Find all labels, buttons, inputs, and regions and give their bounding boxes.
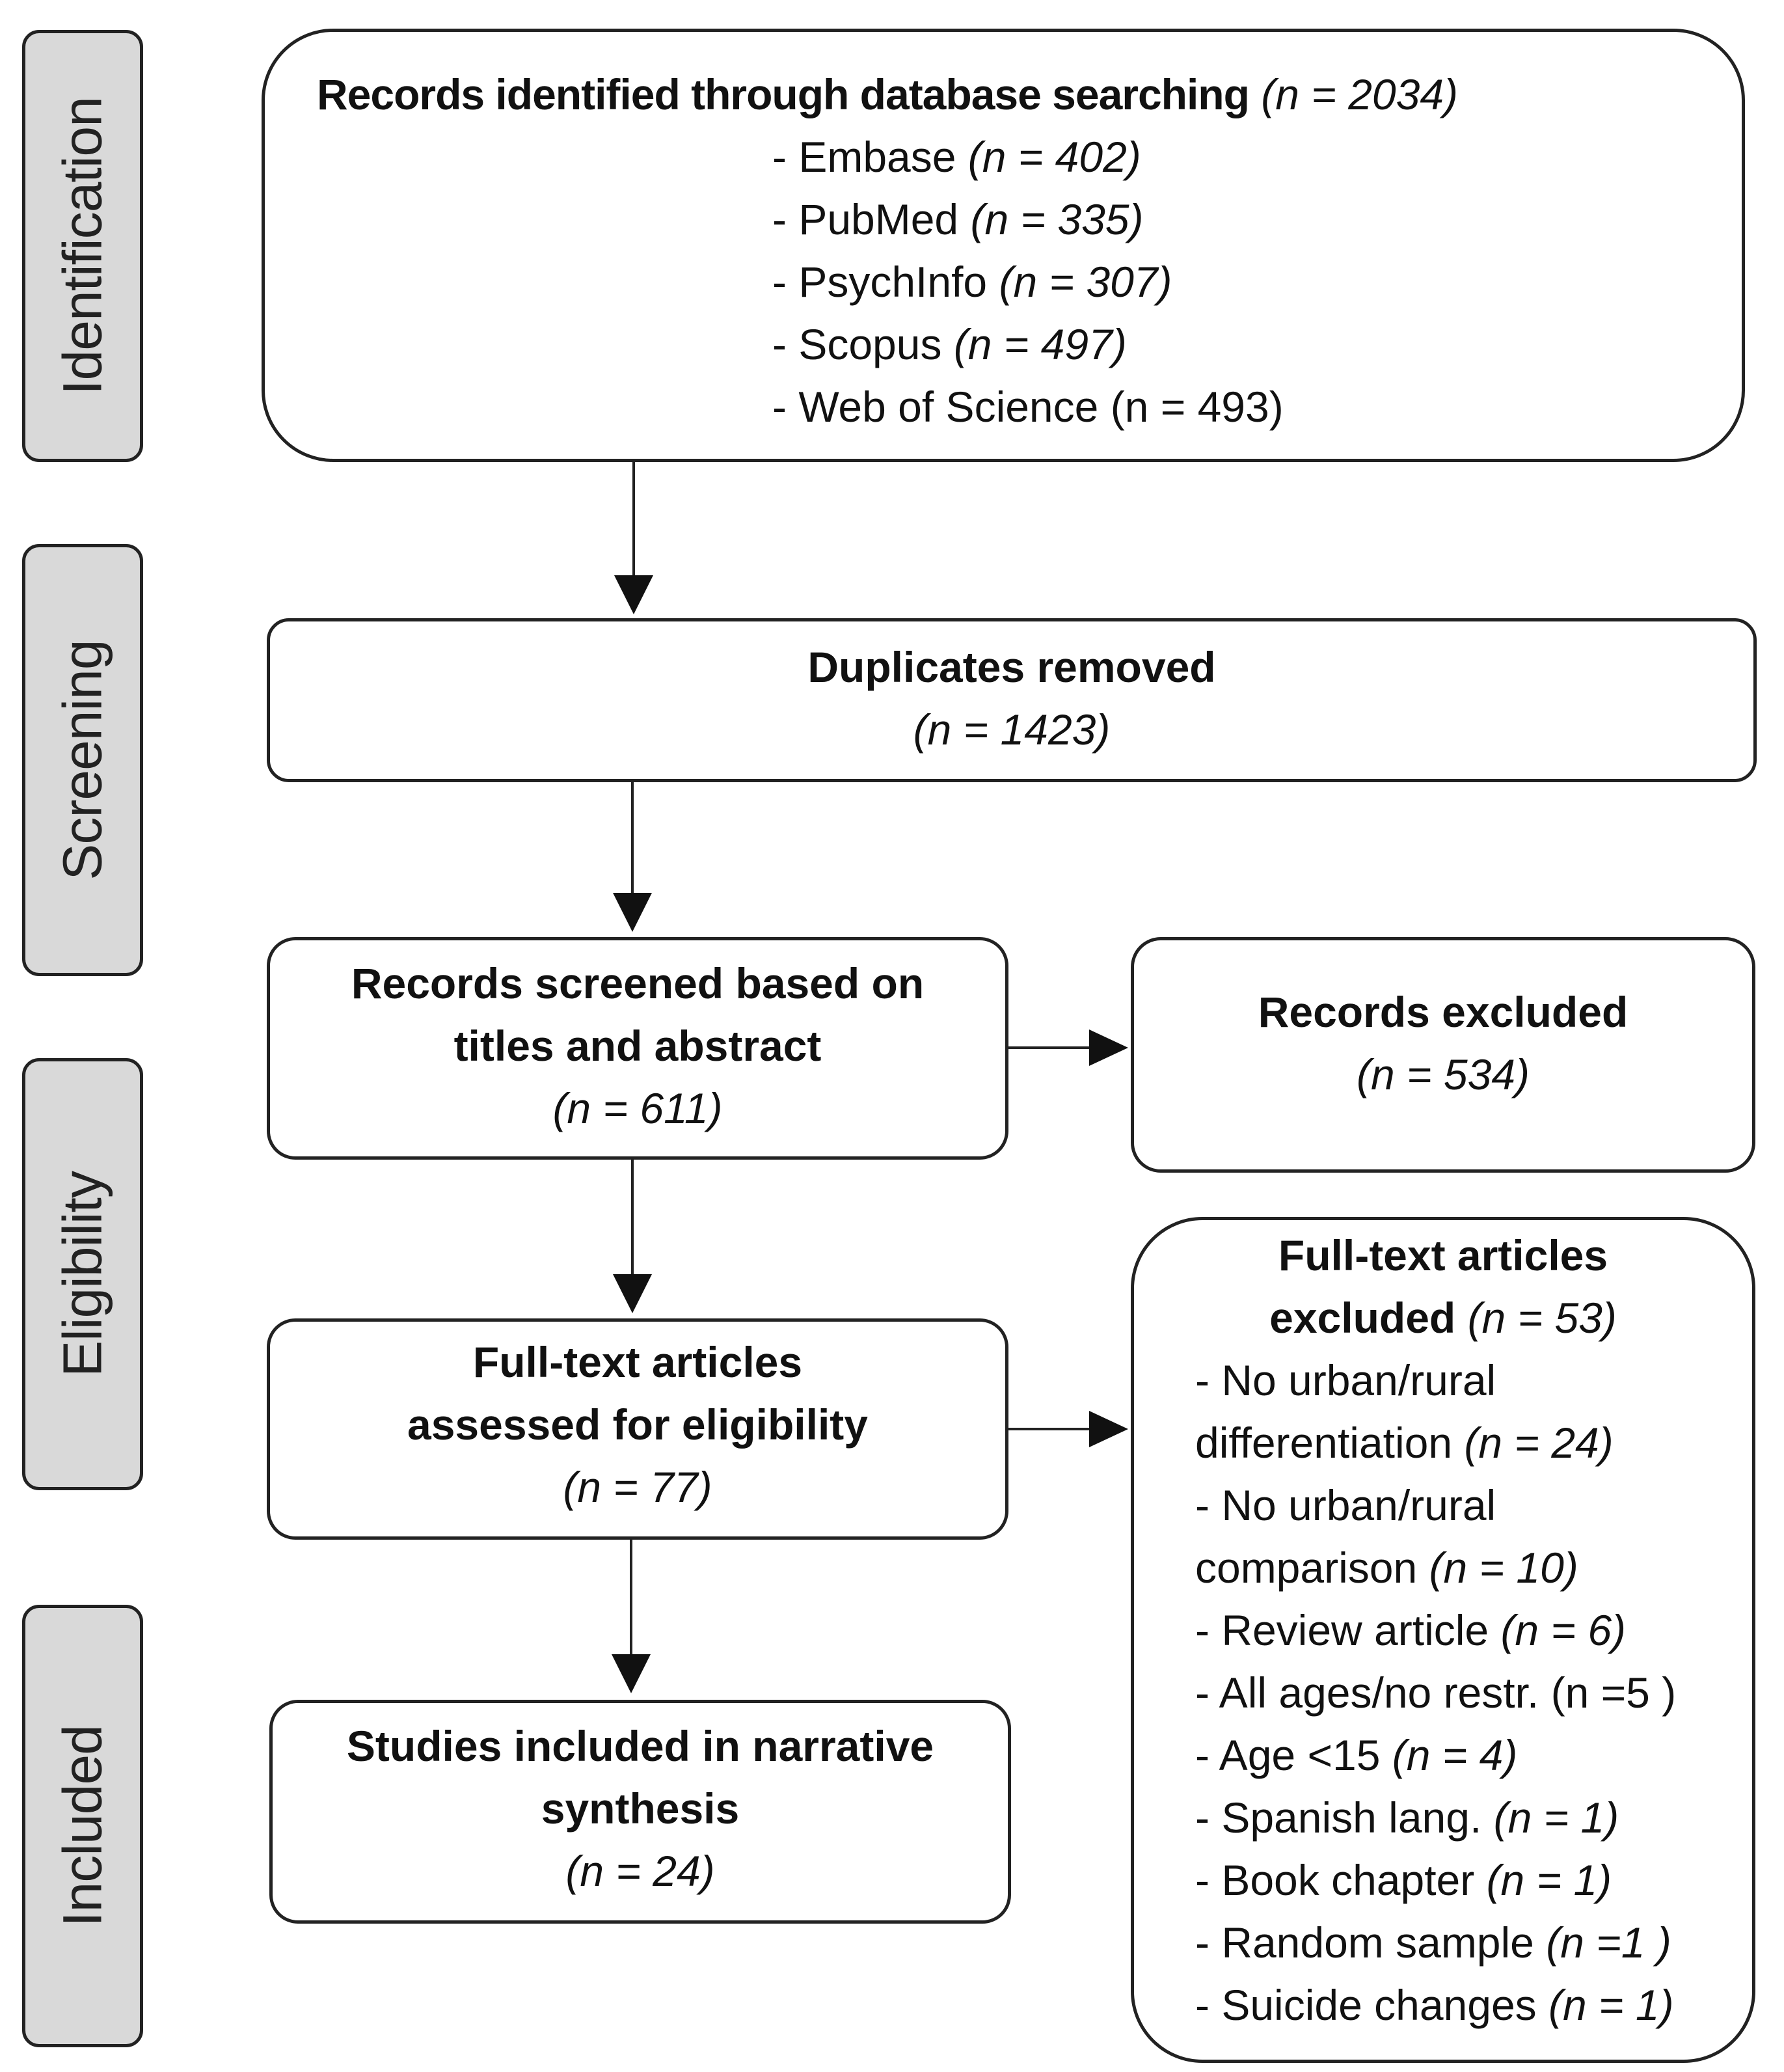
records-excluded-box: Records excluded (n = 534) <box>1131 937 1755 1173</box>
reason-no-differentiation-line2: differentiation (n = 24) <box>1195 1419 1614 1467</box>
records-excluded-count: (n = 534) <box>1357 1050 1530 1098</box>
reason-suicide-changes: - Suicide changes (n = 1) <box>1195 1981 1674 2029</box>
fulltext-assessed-count: (n = 77) <box>563 1463 712 1511</box>
records-screened-title-line2: titles and abstract <box>453 1022 822 1070</box>
records-excluded-title: Records excluded <box>1258 988 1629 1036</box>
arrowhead-records-excluded <box>1089 1029 1128 1066</box>
studies-included-title-line1: Studies included in narrative <box>346 1722 934 1770</box>
studies-included-box: Studies included in narrative synthesis … <box>269 1700 1011 1924</box>
source-web-of-science: - Web of Science (n = 493) <box>772 383 1284 431</box>
phase-identification: Identification <box>22 30 143 462</box>
duplicates-removed-title: Duplicates removed <box>807 643 1216 691</box>
fulltext-excluded-count: (n = 53) <box>1467 1294 1617 1342</box>
reason-all-ages: - All ages/no restr. (n =5 ) <box>1195 1669 1677 1717</box>
reason-random-sample: - Random sample (n =1 ) <box>1195 1918 1671 1967</box>
arrowhead-fulltext <box>613 1274 652 1313</box>
reason-no-differentiation-line1: - No urban/rural <box>1195 1356 1496 1404</box>
records-identified-count: (n = 2034) <box>1261 70 1459 118</box>
arrowhead-screened <box>613 893 652 932</box>
source-pubmed: - PubMed (n = 335) <box>772 195 1144 243</box>
records-identified-title: Records identified through database sear… <box>317 70 1250 118</box>
reason-spanish-language: - Spanish lang. (n = 1) <box>1195 1793 1619 1842</box>
phase-eligibility: Eligibility <box>22 1058 143 1490</box>
duplicates-removed-count: (n = 1423) <box>913 705 1111 754</box>
duplicates-removed-box: Duplicates removed (n = 1423) <box>267 618 1757 782</box>
phase-screening: Screening <box>22 544 143 976</box>
reason-age-under-15: - Age <15 (n = 4) <box>1195 1731 1518 1779</box>
fulltext-excluded-title-line2: excluded <box>1269 1294 1456 1342</box>
database-source-list: - Embase (n = 402) - PubMed (n = 335) - … <box>772 126 1284 438</box>
records-screened-box: Records screened based on titles and abs… <box>267 937 1008 1160</box>
fulltext-assessed-title-line1: Full-text articles <box>472 1338 803 1386</box>
reason-review-article: - Review article (n = 6) <box>1195 1606 1627 1654</box>
records-screened-title-line1: Records screened based on <box>351 959 925 1007</box>
source-scopus: - Scopus (n = 497) <box>772 320 1127 368</box>
arrowhead-duplicates <box>614 575 653 614</box>
arrowhead-fulltext-excluded <box>1089 1411 1128 1447</box>
fulltext-assessed-box: Full-text articles assessed for eligibil… <box>267 1318 1008 1540</box>
source-psychinfo: - PsychInfo (n = 307) <box>772 258 1172 306</box>
exclusion-reasons-list: - No urban/rural differentiation (n = 24… <box>1195 1349 1676 2036</box>
fulltext-excluded-box: Full-text articles excluded (n = 53) - N… <box>1131 1217 1755 2063</box>
reason-book-chapter: - Book chapter (n = 1) <box>1195 1856 1612 1904</box>
studies-included-count: (n = 24) <box>565 1847 715 1895</box>
records-identified-box: Records identified through database sear… <box>262 29 1745 462</box>
fulltext-assessed-title-line2: assessed for eligibility <box>407 1400 868 1449</box>
fulltext-excluded-title-line1: Full-text articles <box>1278 1231 1608 1279</box>
studies-included-title-line2: synthesis <box>541 1784 740 1833</box>
reason-no-comparison-line1: - No urban/rural <box>1195 1481 1496 1529</box>
phase-included: Included <box>22 1605 143 2047</box>
source-embase: - Embase (n = 402) <box>772 133 1141 181</box>
reason-no-comparison-line2: comparison (n = 10) <box>1195 1544 1578 1592</box>
records-screened-count: (n = 611) <box>552 1084 723 1132</box>
arrowhead-included <box>612 1654 651 1693</box>
